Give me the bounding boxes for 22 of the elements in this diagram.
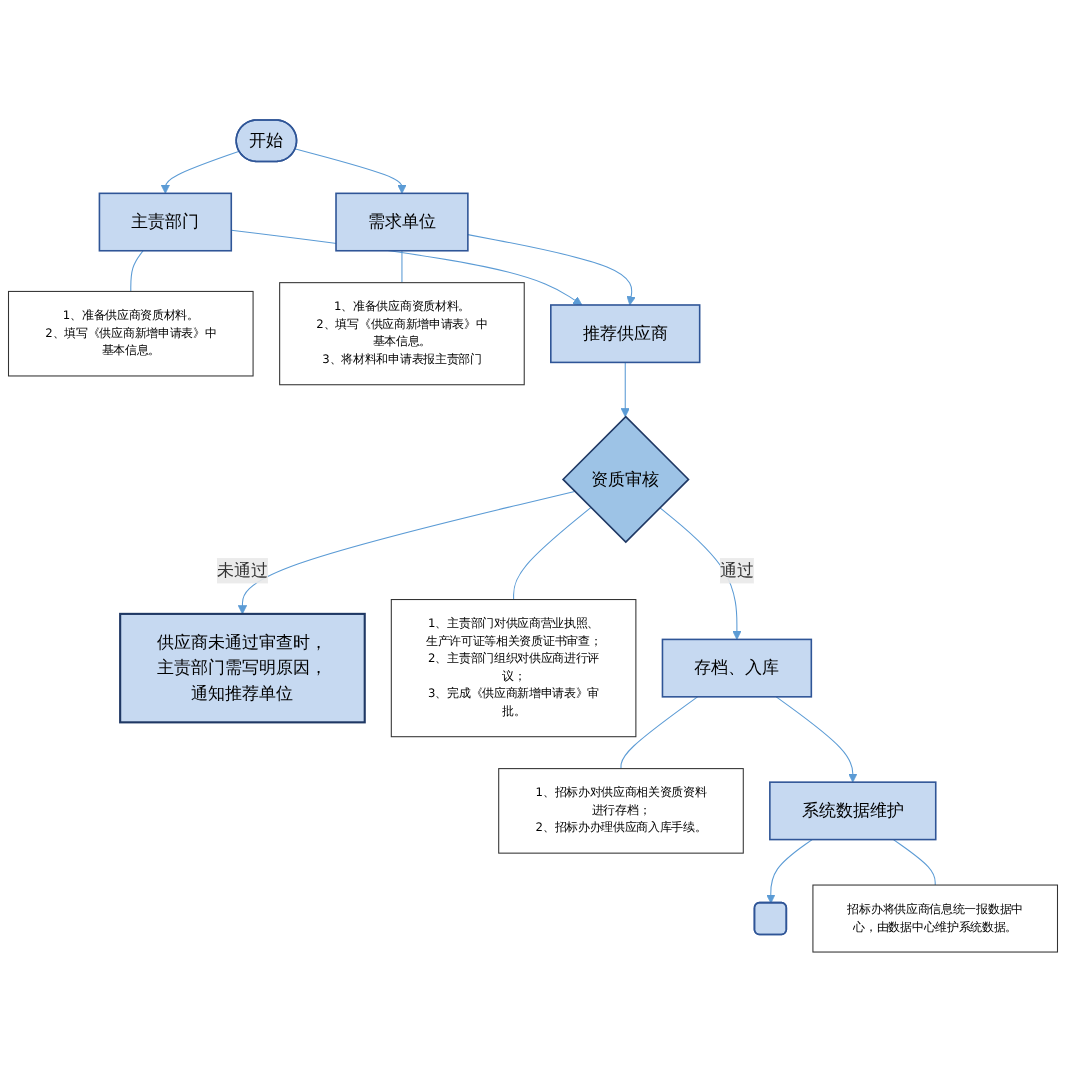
connector — [401, 250, 403, 284]
node-box: 供应商未通过审查时，主责部门需写明原因，通知推荐单位 — [119, 612, 366, 724]
edge-label: 未通过 — [216, 560, 268, 581]
arrow — [766, 839, 813, 904]
connector — [892, 839, 936, 886]
arrow — [237, 490, 576, 615]
node-box: 推荐供应商 — [550, 304, 701, 364]
node-diamond: 资质审核 — [561, 415, 690, 544]
node-box: 存档、入库 — [661, 638, 813, 698]
connector — [513, 507, 592, 601]
node-box: 主责部门 — [98, 192, 233, 252]
arrow — [659, 507, 742, 640]
arrow — [295, 148, 407, 194]
arrow — [775, 696, 858, 783]
arrow — [467, 234, 636, 306]
node-box: 需求单位 — [335, 192, 469, 252]
node-box: 系统数据维护 — [769, 781, 937, 841]
connector — [620, 696, 699, 770]
arrow — [620, 361, 630, 418]
arrow — [160, 150, 240, 194]
edge-label: 通过 — [719, 560, 754, 581]
connector — [130, 250, 144, 292]
